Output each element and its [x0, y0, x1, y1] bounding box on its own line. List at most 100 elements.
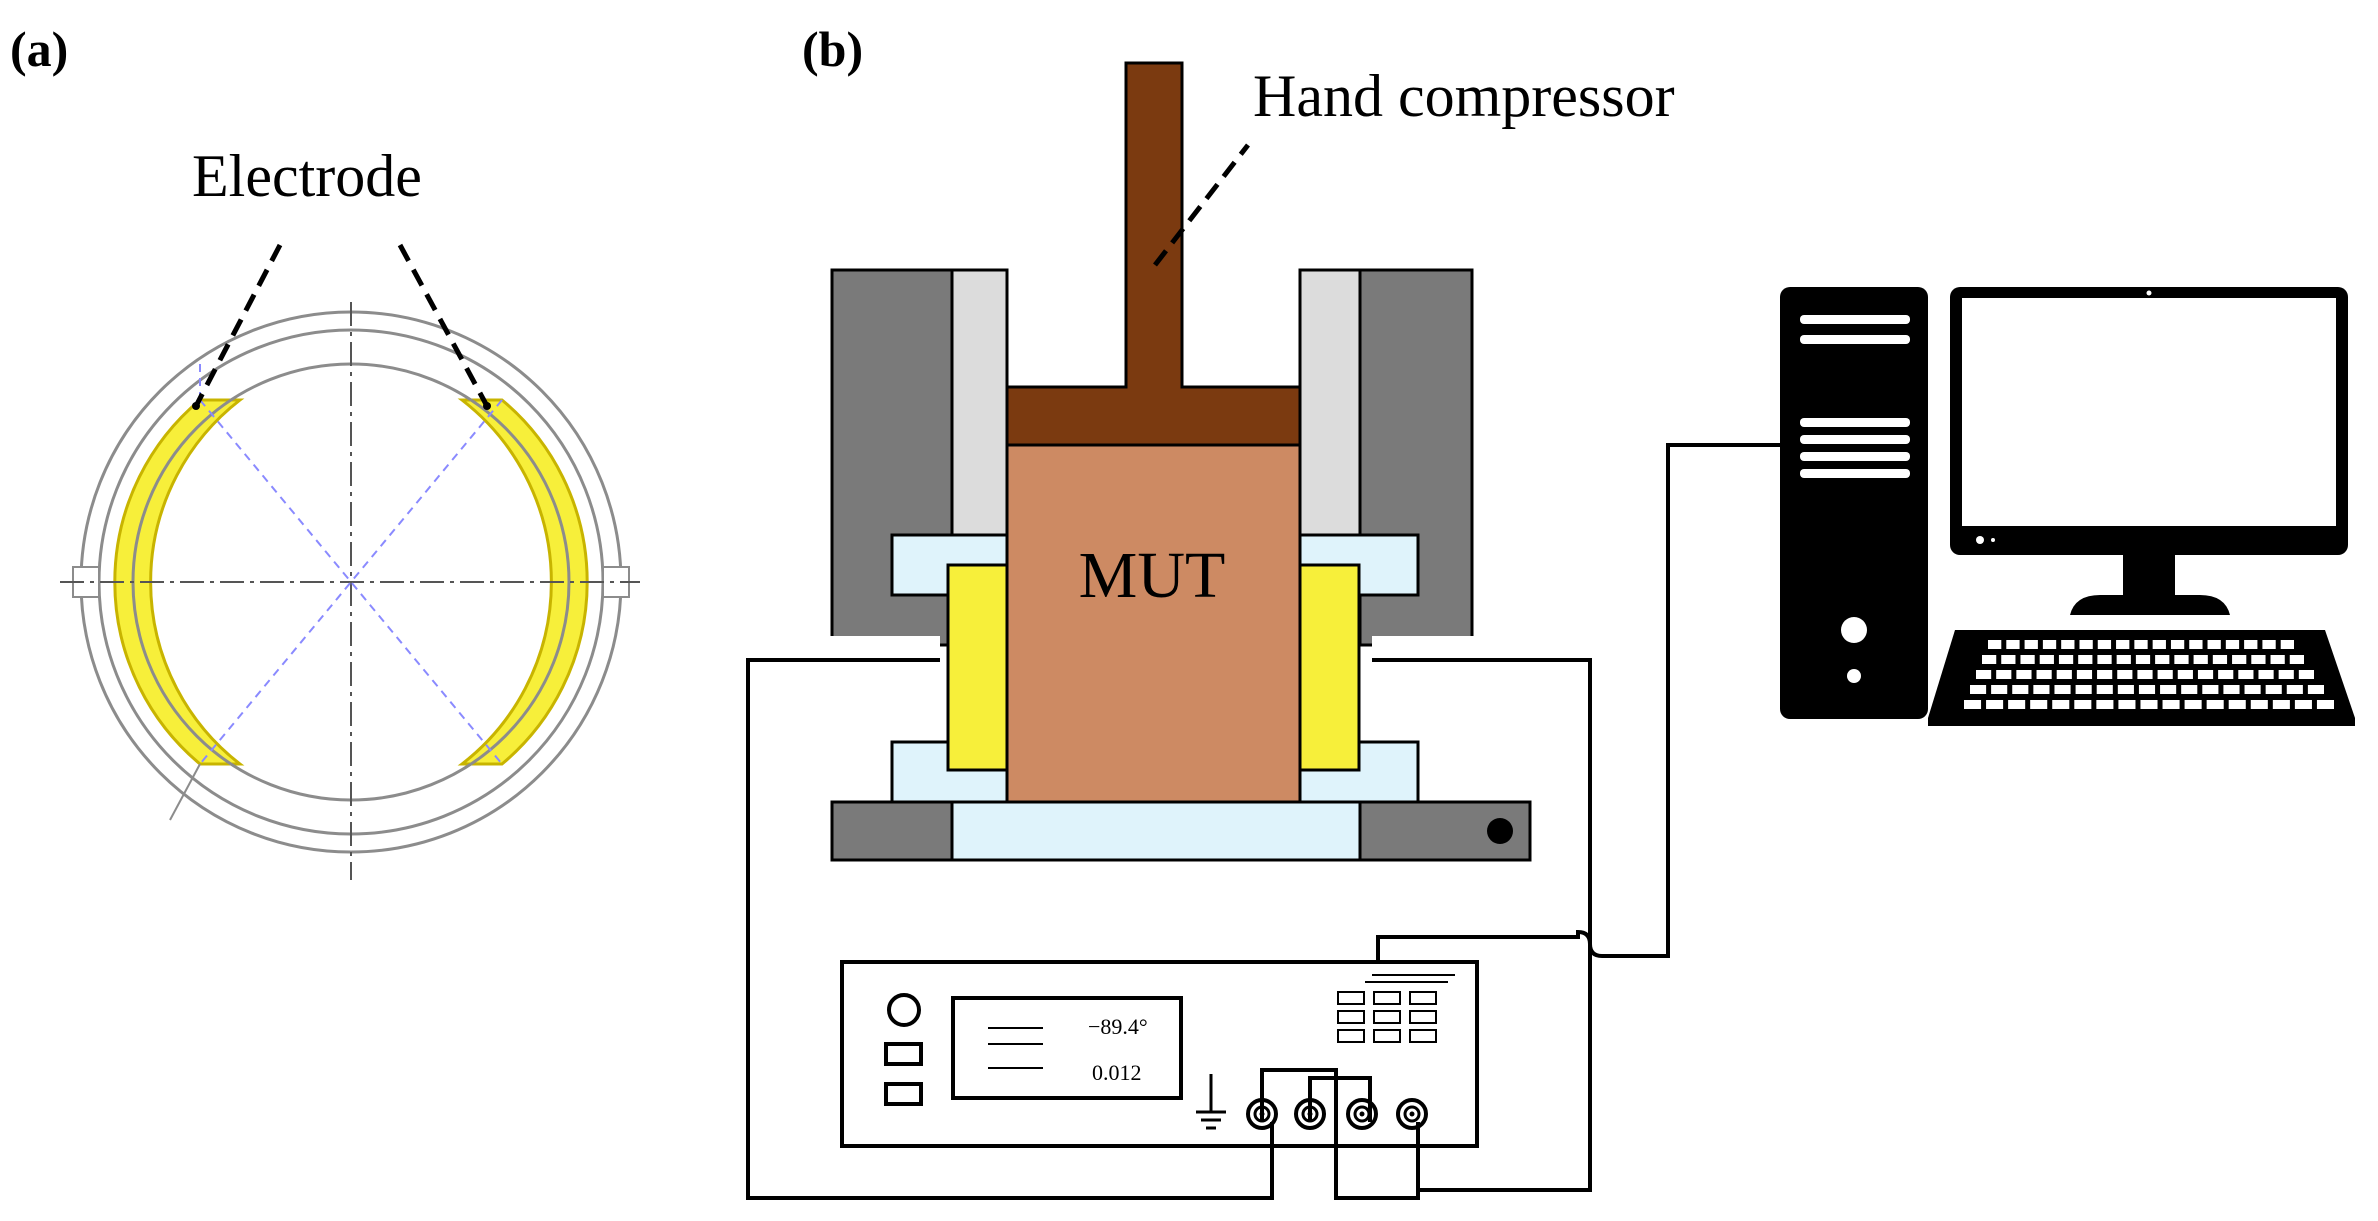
- keyboard-key: [2265, 685, 2282, 694]
- keyboard-key: [2160, 685, 2177, 694]
- keypad-key: [1373, 991, 1401, 1005]
- keyboard-key: [2251, 655, 2266, 664]
- keyboard-key: [2177, 670, 2193, 679]
- keyboard-key: [2074, 700, 2092, 709]
- meter-display: [951, 996, 1183, 1100]
- keyboard-key: [2039, 655, 2054, 664]
- keyboard-key: [2228, 700, 2246, 709]
- keyboard-key: [2097, 640, 2112, 649]
- keyboard-key: [2096, 685, 2113, 694]
- keyboard-key: [2024, 640, 2038, 649]
- keyboard-keys: [1964, 640, 2334, 709]
- keyboard-key: [2016, 670, 2032, 679]
- keyboard-key: [2289, 655, 2304, 664]
- electrode-leader-left: [193, 243, 283, 408]
- monitor-stand: [2070, 595, 2230, 615]
- tower-drive-bays: [1800, 315, 1910, 478]
- keyboard-key: [1964, 700, 1982, 709]
- tower-led-icon: [1847, 669, 1861, 683]
- keyboard-key: [2202, 685, 2219, 694]
- electrode-left: [113, 398, 245, 766]
- electrode-cross-section: [60, 243, 640, 880]
- keyboard-key: [2097, 670, 2113, 679]
- keyboard-key: [2020, 655, 2035, 664]
- keyboard-key: [2096, 700, 2114, 709]
- monitor-power-led: [1976, 536, 1984, 544]
- keyboard-key: [2170, 640, 2185, 649]
- keyboard-key: [2225, 640, 2240, 649]
- keyboard-key: [2097, 655, 2112, 664]
- keyboard-key: [2286, 685, 2303, 694]
- keyboard-key: [1970, 685, 1987, 694]
- power-button-icon: [887, 993, 921, 1027]
- readout-phase: −89.4°: [1088, 1014, 1148, 1039]
- keyboard-key: [2117, 670, 2133, 679]
- drive-slot: [1800, 452, 1910, 461]
- keyboard-key: [1976, 670, 1992, 679]
- keyboard-key: [2058, 655, 2074, 664]
- keyboard-key: [2140, 700, 2158, 709]
- base-screw-icon: [1487, 818, 1513, 844]
- keyboard-key: [2137, 670, 2153, 679]
- base-insulator: [950, 800, 1362, 862]
- keyboard-key: [2012, 685, 2029, 694]
- keyboard-key: [2052, 700, 2070, 709]
- drive-slot: [1800, 315, 1910, 324]
- tower-power-button-icon: [1841, 617, 1867, 643]
- sample-mut: [1005, 443, 1302, 804]
- wire-terminal-pair: [1308, 1076, 1372, 1122]
- keyboard-key: [2138, 685, 2156, 694]
- keyboard-key: [2270, 655, 2285, 664]
- leader-dot-left: [192, 402, 200, 410]
- keyboard-key: [2258, 670, 2274, 679]
- keyboard-key: [2207, 640, 2221, 649]
- keypad-key: [1337, 991, 1365, 1005]
- lcr-meter: −89.4° 0.012: [840, 960, 1479, 1148]
- keypad-key: [1373, 1010, 1401, 1024]
- ground-symbol-icon: [1196, 1074, 1226, 1130]
- keyboard-key: [2036, 670, 2052, 679]
- keyboard-key: [2006, 640, 2020, 649]
- wiring: [746, 443, 1780, 1200]
- panel-a-label: (a): [10, 21, 68, 77]
- hand-compressor-label: Hand compressor: [1253, 63, 1675, 129]
- keyboard-key: [2054, 685, 2071, 694]
- monitor-led-2: [1991, 538, 1995, 542]
- keypad-key: [1337, 1010, 1365, 1024]
- keyboard-key: [2076, 670, 2093, 679]
- keyboard-key: [2079, 640, 2093, 649]
- electrode-block-left: [946, 563, 1009, 772]
- keyboard-key: [2193, 655, 2208, 664]
- keypad-key: [1409, 1029, 1437, 1043]
- wire-terminal-bridge: [1260, 1068, 1420, 1200]
- construction-line-1: [199, 399, 503, 765]
- keyboard-key: [2157, 670, 2173, 679]
- keyboard-key: [2278, 670, 2294, 679]
- keyboard-key: [2244, 685, 2261, 694]
- sample-holder: MUT: [828, 61, 1532, 862]
- data-cable: [1376, 443, 1780, 962]
- keyboard-key: [2181, 685, 2198, 694]
- guide-column-right: [1298, 268, 1362, 537]
- keypad-key: [1409, 1010, 1437, 1024]
- keyboard-key: [1991, 685, 2008, 694]
- keyboard-key: [1986, 700, 2004, 709]
- keyboard-key: [2184, 700, 2202, 709]
- meter-button-1: [884, 1042, 923, 1066]
- panel-b-label: (b): [802, 21, 863, 77]
- compressor-leader: [1153, 143, 1250, 267]
- keyboard-key: [2238, 670, 2254, 679]
- keyboard-key: [1982, 655, 1997, 664]
- keyboard-key: [2280, 640, 2294, 649]
- keyboard-key: [2262, 640, 2276, 649]
- keyboard-key: [2134, 640, 2148, 649]
- keyboard-key: [2197, 670, 2214, 679]
- construction-line-2: [199, 399, 503, 765]
- keyboard-key: [2212, 655, 2228, 664]
- keyboard-key: [2244, 640, 2258, 649]
- electrode-block-right: [1298, 563, 1361, 772]
- drive-slot: [1800, 418, 1910, 427]
- keyboard-key: [2061, 640, 2075, 649]
- keyboard-key: [2033, 685, 2050, 694]
